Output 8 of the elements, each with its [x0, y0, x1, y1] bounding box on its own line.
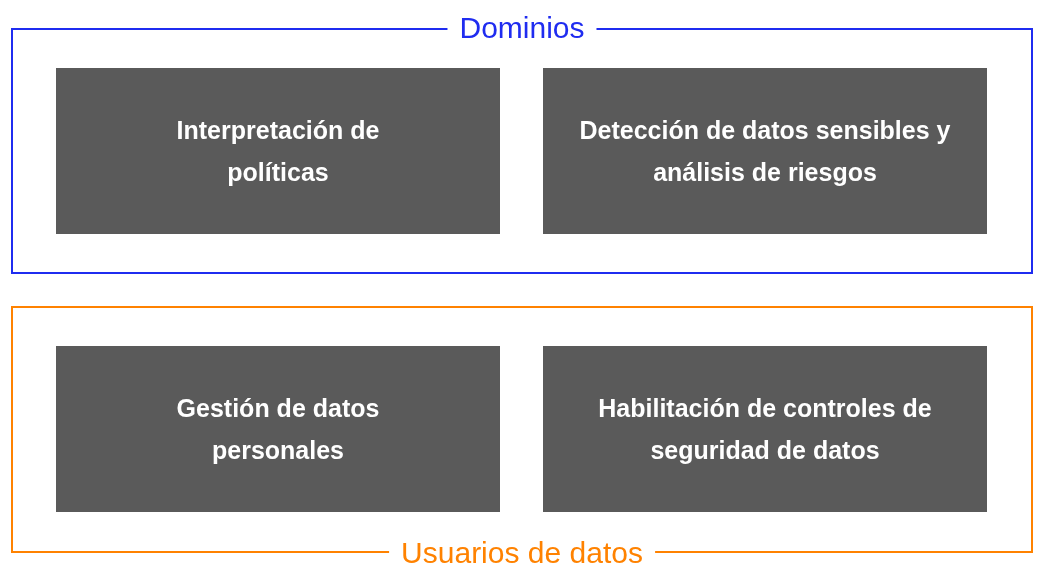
box-label: Detección de datos sensibles y análisis de riesgos [578, 115, 952, 188]
category-box [543, 346, 987, 512]
box-label: Habilitación de controles de seguridad de datos [597, 393, 933, 466]
category-box [543, 68, 987, 234]
box-label: Interpretación de políticas [175, 115, 381, 188]
box-label: Gestión de datos personales [175, 393, 381, 466]
category-box [56, 68, 500, 234]
category-box [56, 346, 500, 512]
